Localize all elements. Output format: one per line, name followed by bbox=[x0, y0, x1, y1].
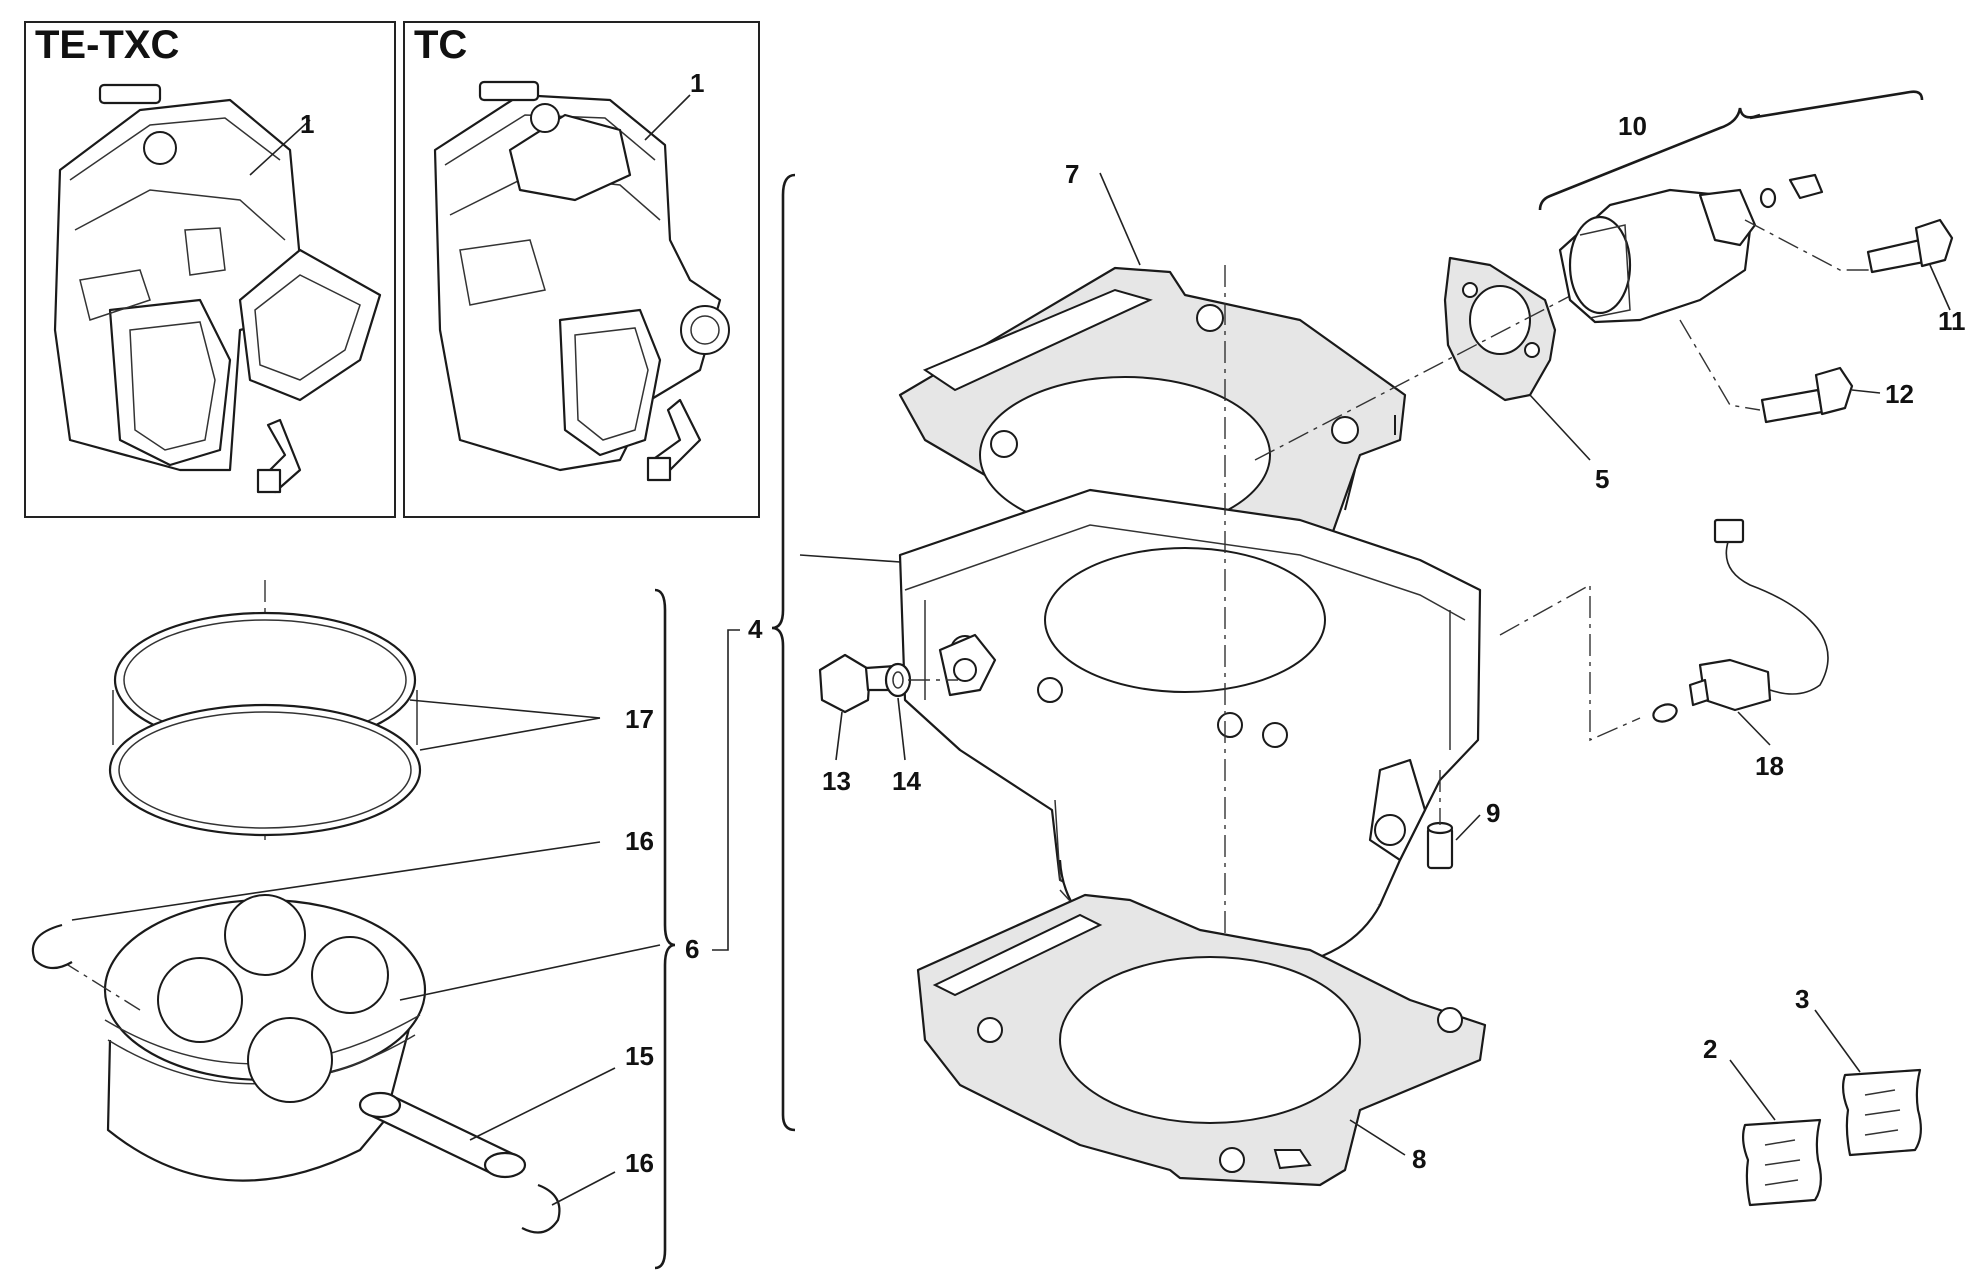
panel-tc: TC 1 bbox=[403, 21, 760, 518]
sealant-pack-2 bbox=[1741, 1118, 1822, 1207]
callout-5: 5 bbox=[1595, 464, 1609, 494]
callout-11: 11 bbox=[1938, 306, 1966, 336]
sealant-pack-3 bbox=[1841, 1068, 1922, 1157]
tensioner-plug-screw bbox=[1788, 173, 1824, 200]
callout-2: 2 bbox=[1703, 1034, 1717, 1064]
callout-9: 9 bbox=[1486, 798, 1500, 828]
piston-pin-circlip-left bbox=[31, 923, 73, 970]
leader-line bbox=[1737, 711, 1771, 746]
group-brace-6 bbox=[654, 588, 676, 1270]
piston-pin-circlip-right bbox=[521, 1183, 561, 1234]
piston-pin bbox=[358, 1091, 527, 1179]
callout-14: 14 bbox=[892, 766, 921, 796]
leader-line bbox=[551, 1171, 616, 1206]
leader-line bbox=[399, 944, 661, 1001]
leader-line bbox=[1729, 1059, 1776, 1121]
leader-line bbox=[1529, 394, 1591, 461]
leader-line bbox=[249, 119, 311, 176]
callout-18: 18 bbox=[1755, 751, 1784, 781]
sealing-washer bbox=[884, 662, 912, 698]
leader-line bbox=[644, 94, 691, 141]
tensioner-gasket bbox=[1443, 256, 1557, 402]
callout-6: 6 bbox=[685, 934, 699, 964]
sensor-mount-path bbox=[1499, 583, 1641, 742]
callout-16-top: 16 bbox=[625, 826, 654, 856]
callout-15: 15 bbox=[625, 1041, 654, 1071]
cylinder-base-gasket bbox=[916, 893, 1487, 1187]
leader-line bbox=[1851, 389, 1881, 394]
leader-line bbox=[409, 699, 601, 719]
panel-te-txc-title: TE-TXC bbox=[35, 23, 179, 67]
piston bbox=[103, 894, 427, 1182]
callout-8: 8 bbox=[1412, 1144, 1426, 1174]
leader-line bbox=[1814, 1009, 1861, 1073]
leader-line bbox=[469, 1067, 616, 1141]
leader-line bbox=[1455, 814, 1481, 841]
panel-te-txc: TE-TXC 1 bbox=[24, 21, 396, 518]
temperature-sensor bbox=[1688, 518, 1829, 712]
callout-tc-1: 1 bbox=[690, 68, 704, 98]
callout-3: 3 bbox=[1795, 984, 1809, 1014]
callout-4: 4 bbox=[748, 614, 763, 644]
callout-10: 10 bbox=[1618, 111, 1647, 141]
leader-line bbox=[835, 711, 843, 761]
leader-line bbox=[1349, 1119, 1406, 1156]
callout-12: 12 bbox=[1885, 379, 1914, 409]
sensor-seal-ring bbox=[1652, 703, 1678, 723]
leader-line bbox=[1099, 172, 1141, 266]
leader-line bbox=[71, 841, 601, 921]
callout-7: 7 bbox=[1065, 159, 1079, 189]
leader-line bbox=[419, 717, 601, 751]
tensioner-bolt-lower bbox=[1760, 366, 1854, 424]
mount-path-11 bbox=[1744, 219, 1880, 271]
leader-line bbox=[897, 697, 906, 761]
group-brace-4 bbox=[771, 173, 796, 1132]
group-brace-10 bbox=[1538, 90, 1924, 211]
leader-line bbox=[1929, 264, 1951, 311]
mount-path-12 bbox=[1679, 319, 1761, 411]
dowel-pin bbox=[1426, 821, 1454, 870]
callout-17: 17 bbox=[625, 704, 654, 734]
callout-te-txc-1: 1 bbox=[300, 109, 314, 139]
cylinder bbox=[898, 488, 1482, 973]
chain-tensioner bbox=[1558, 188, 1757, 324]
leader-line bbox=[799, 554, 901, 563]
piston-ring-set bbox=[108, 580, 422, 845]
engine-assembly-tc bbox=[433, 80, 730, 482]
tensioner-axis bbox=[1254, 269, 1621, 461]
tensioner-bolt-upper bbox=[1866, 218, 1954, 274]
tensioner-washer bbox=[1759, 187, 1777, 209]
engine-assembly-te-txc bbox=[53, 83, 382, 494]
callout-13: 13 bbox=[822, 766, 851, 796]
callout-16-bottom: 16 bbox=[625, 1148, 654, 1178]
bracket-line-6-4 bbox=[712, 629, 740, 951]
panel-tc-title: TC bbox=[414, 23, 467, 67]
